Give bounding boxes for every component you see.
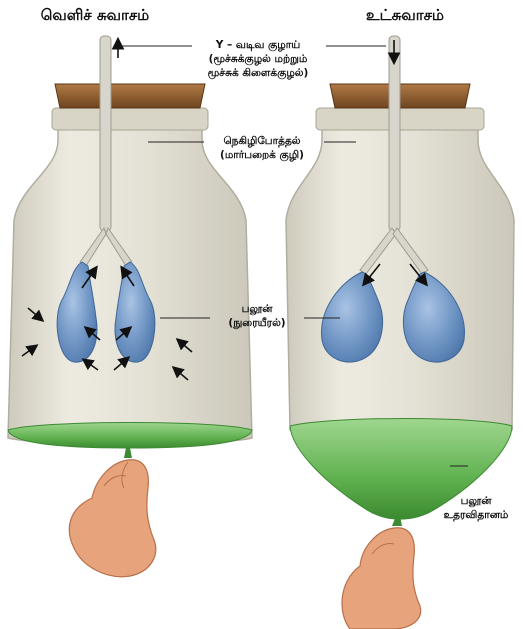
label-lung-balloon-line2: (நுரையீரல்) [208,316,306,330]
label-y-tube: Y – வடிவ குழாய் (மூச்சுக்குழல் மற்றும் ம… [188,38,328,80]
label-lung-balloon-line1: பலூன் [208,302,306,316]
left-cork [55,84,205,108]
left-diaphragm-balloon [8,423,252,449]
label-lung-balloon: பலூன் (நுரையீரல்) [208,302,306,330]
label-y-tube-line3: மூச்சுக் கிளைக்குழல்) [188,66,328,80]
title-inhalation: உட்சுவாசம் [340,6,470,26]
left-hand [69,460,155,577]
label-diaphragm-balloon: பலூன் உதரவிதானம் [432,494,520,522]
right-y-tube-stem [389,36,400,231]
label-bell-jar: நெகிழிபோத்தல் (மார்பறைக் குழி) [200,134,324,162]
label-y-tube-line2: (மூச்சுக்குழல் மற்றும் [188,52,328,66]
right-hand [342,528,421,629]
label-diaphragm-line1: பலூன் [432,494,520,508]
left-y-tube-stem [100,36,111,231]
label-y-tube-line1: Y – வடிவ குழாய் [188,38,328,52]
right-jar-apparatus [286,36,514,629]
label-bell-jar-line1: நெகிழிபோத்தல் [200,134,324,148]
title-exhalation: வெளிச் சுவாசம் [10,6,180,26]
label-bell-jar-line2: (மார்பறைக் குழி) [200,148,324,162]
label-diaphragm-line2: உதரவிதானம் [432,508,520,522]
